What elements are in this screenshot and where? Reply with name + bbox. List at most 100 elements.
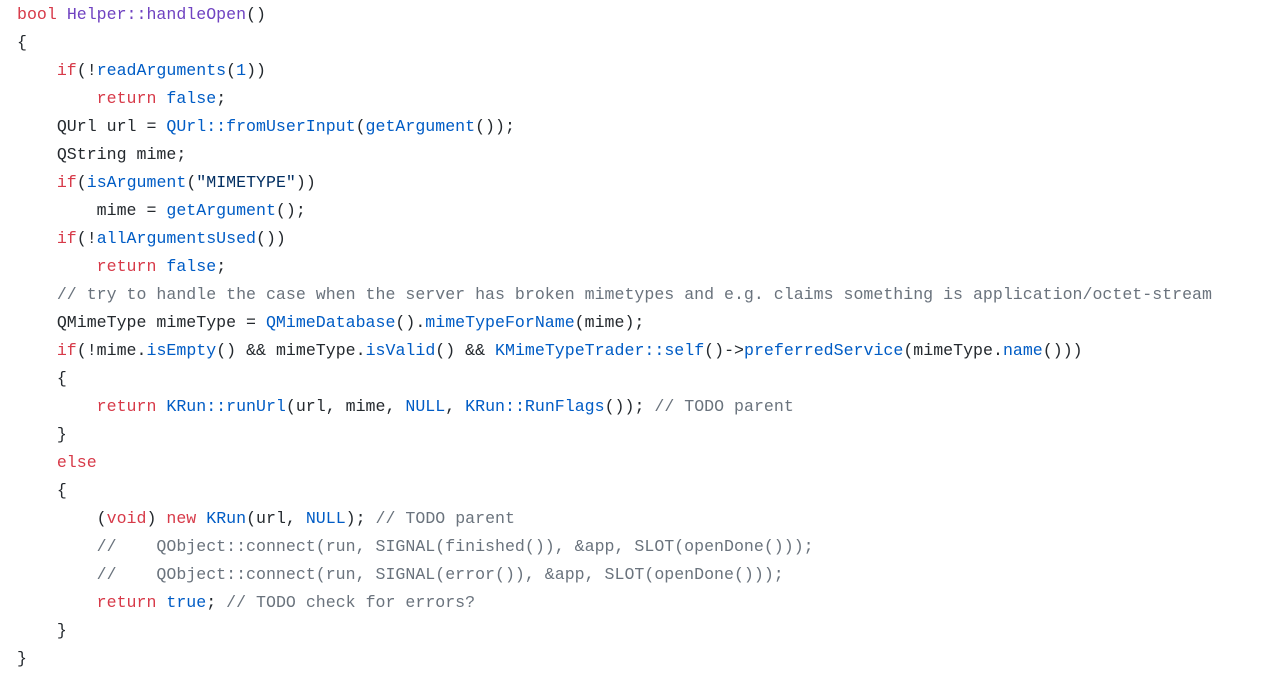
code-text: [17, 453, 57, 472]
code-line: // QObject::connect(run, SIGNAL(error())…: [17, 561, 1280, 589]
code-line: bool Helper::handleOpen(): [17, 1, 1280, 29]
code-lines: bool Helper::handleOpen(){ if(!readArgum…: [17, 1, 1280, 673]
function-token: QUrl::fromUserInput: [166, 117, 356, 136]
function-token: false: [166, 257, 217, 276]
code-text: [17, 341, 57, 360]
function-token: isArgument: [86, 173, 187, 192]
comment-token: // try to handle the case when the serve…: [56, 285, 1212, 304]
code-line: if(!readArguments(1)): [17, 57, 1280, 85]
number-token: 1: [236, 61, 247, 80]
code-text: ()): [256, 229, 286, 248]
function-token: KMimeTypeTrader::self: [495, 341, 705, 360]
code-text: ,: [445, 397, 466, 416]
function-token: isEmpty: [146, 341, 217, 360]
code-text: [57, 5, 67, 24]
code-text: [156, 257, 166, 276]
code-line: return false;: [17, 253, 1280, 281]
code-text: ().: [395, 313, 426, 332]
function-token: false: [166, 89, 217, 108]
function-token: mimeTypeForName: [425, 313, 575, 332]
code-line: QMimeType mimeType = QMimeDatabase().mim…: [17, 309, 1280, 337]
code-text: (mime);: [574, 313, 645, 332]
code-text: (!: [76, 229, 97, 248]
code-line: }: [17, 645, 1280, 673]
function-token: allArgumentsUsed: [96, 229, 257, 248]
code-line: {: [17, 365, 1280, 393]
keyword-token: void: [106, 509, 147, 528]
code-text: (!: [76, 61, 97, 80]
code-text: [17, 285, 57, 304]
keyword-token: if: [56, 61, 77, 80]
code-text: ): [146, 509, 167, 528]
function-token: KRun: [206, 509, 247, 528]
code-line: }: [17, 617, 1280, 645]
string-token: "MIMETYPE": [196, 173, 296, 192]
code-text: )): [295, 173, 316, 192]
code-line: mime = getArgument();: [17, 197, 1280, 225]
code-text: ()->: [704, 341, 745, 360]
code-text: [156, 397, 166, 416]
code-line: else: [17, 449, 1280, 477]
code-line: }: [17, 421, 1280, 449]
code-line: if(isArgument("MIMETYPE")): [17, 169, 1280, 197]
code-text: );: [345, 509, 376, 528]
code-text: () && mimeType.: [216, 341, 366, 360]
code-text: }: [17, 425, 67, 444]
code-text: [17, 229, 57, 248]
code-text: (url, mime,: [285, 397, 406, 416]
code-text: [17, 397, 97, 416]
code-text: QString mime;: [17, 145, 187, 164]
function-token: NULL: [405, 397, 446, 416]
code-text: [17, 257, 97, 276]
function-token: true: [166, 593, 207, 612]
code-text: (!mime.: [76, 341, 147, 360]
function-token: isValid: [365, 341, 436, 360]
code-line: {: [17, 29, 1280, 57]
code-text: [156, 593, 166, 612]
code-text: (): [246, 5, 266, 24]
keyword-token: return: [96, 593, 157, 612]
code-text: ;: [216, 257, 227, 276]
code-text: ());: [604, 397, 655, 416]
code-line: return true; // TODO check for errors?: [17, 589, 1280, 617]
code-text: [17, 593, 97, 612]
comment-token: // QObject::connect(run, SIGNAL(error())…: [96, 565, 784, 584]
code-text: QMimeType mimeType =: [17, 313, 266, 332]
code-text: (: [76, 173, 87, 192]
code-text: ;: [216, 89, 227, 108]
keyword-token: return: [96, 397, 157, 416]
keyword-token: else: [56, 453, 97, 472]
function-token: name: [1002, 341, 1043, 360]
code-text: mime =: [17, 201, 167, 220]
function-token: readArguments: [96, 61, 227, 80]
function-token: getArgument: [365, 117, 476, 136]
code-text: [17, 173, 57, 192]
code-text: [17, 537, 97, 556]
code-text: {: [17, 33, 27, 52]
code-text: )): [246, 61, 266, 80]
comment-token: // TODO parent: [654, 397, 794, 416]
code-text: [17, 565, 97, 584]
code-line: if(!mime.isEmpty() && mimeType.isValid()…: [17, 337, 1280, 365]
keyword-token: if: [56, 173, 77, 192]
code-text: [17, 89, 97, 108]
code-text: (url,: [246, 509, 306, 528]
comment-token: // TODO parent: [375, 509, 515, 528]
code-text: [196, 509, 206, 528]
code-text: {: [17, 481, 67, 500]
keyword-token: return: [96, 89, 157, 108]
code-text: () &&: [435, 341, 496, 360]
code-text: }: [17, 621, 67, 640]
code-text: ())): [1042, 341, 1083, 360]
function-token: getArgument: [166, 201, 276, 220]
code-text: [17, 61, 57, 80]
keyword-token: if: [56, 229, 77, 248]
function-token: preferredService: [744, 341, 904, 360]
code-text: {: [17, 369, 67, 388]
code-text: ;: [206, 593, 227, 612]
code-text: (: [226, 61, 237, 80]
code-line: return false;: [17, 85, 1280, 113]
code-line: // try to handle the case when the serve…: [17, 281, 1280, 309]
code-line: QString mime;: [17, 141, 1280, 169]
